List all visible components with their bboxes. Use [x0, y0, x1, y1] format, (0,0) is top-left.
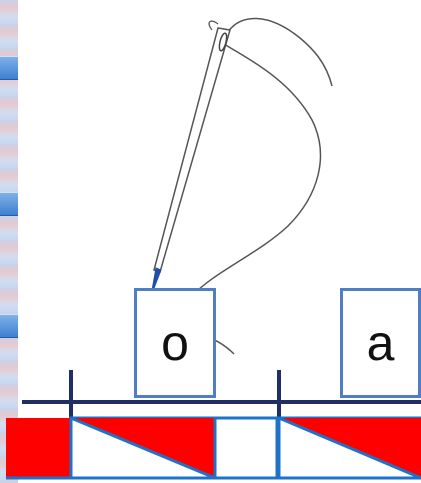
scheme-cell-red [6, 418, 70, 478]
scheme-cell-white [215, 418, 277, 478]
